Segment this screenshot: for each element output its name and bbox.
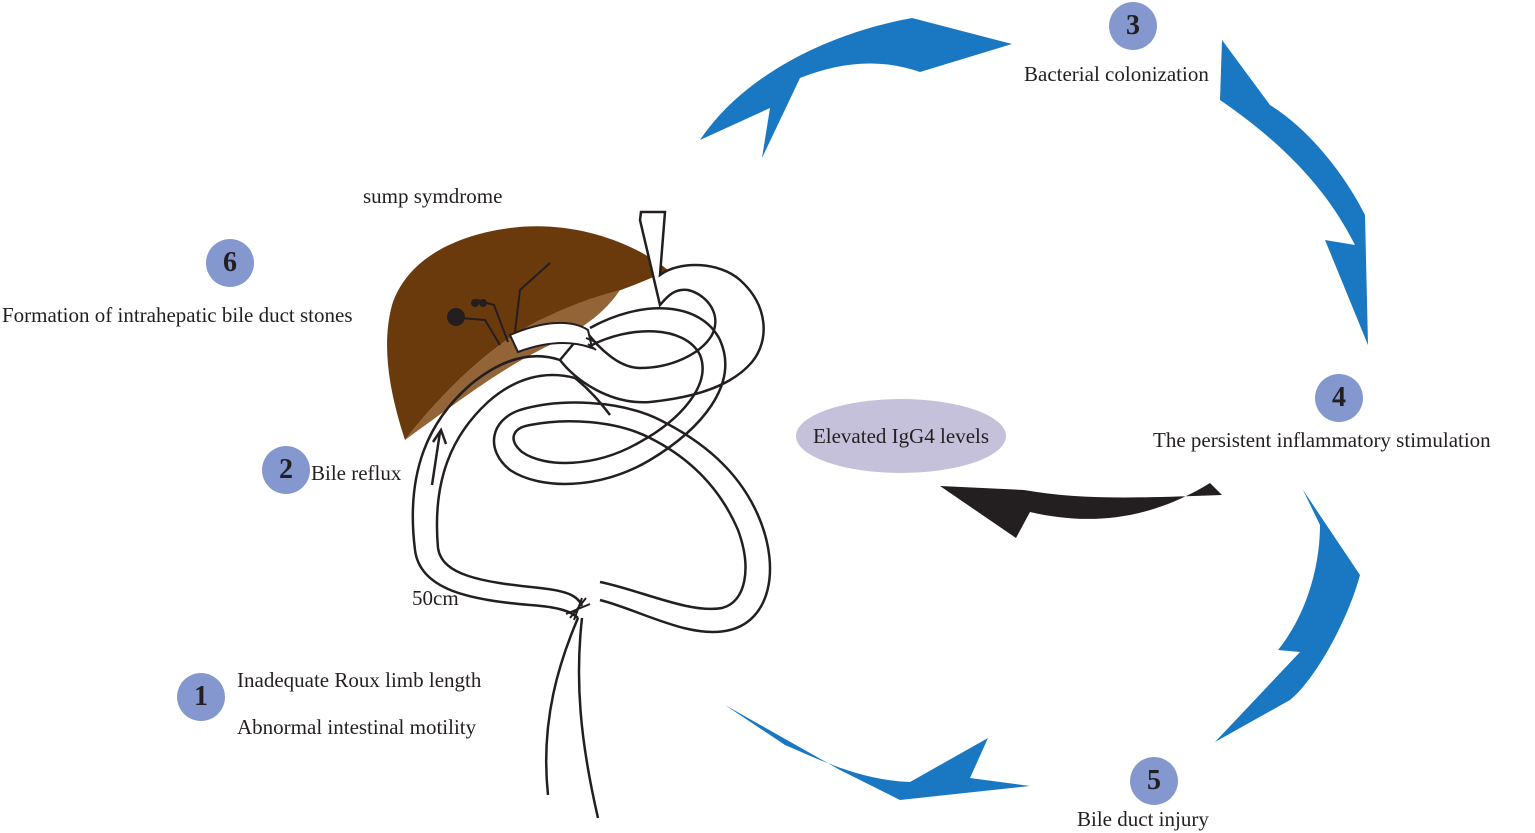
- limb-length-label: 50cm: [412, 586, 459, 610]
- injury-label: Bile duct injury: [1077, 807, 1209, 831]
- cycle-arrow-icon: [700, 18, 1368, 800]
- step-badge-5: 5: [1130, 757, 1178, 805]
- sump-syndrome-label: sump symdrome: [363, 184, 503, 208]
- stomach-icon: [558, 210, 765, 404]
- step-badge-6: 6: [206, 239, 254, 287]
- intestine-icon: [411, 307, 772, 819]
- step-badge-2: 2: [262, 446, 310, 494]
- step-badge-1: 1: [177, 673, 225, 721]
- igg4-label: Elevated IgG4 levels: [812, 423, 990, 448]
- curved-arrow-icon: [940, 483, 1222, 538]
- step-badge-4: 4: [1315, 374, 1363, 422]
- reflux-arrow-icon: [430, 427, 448, 486]
- bile-duct-icon: [447, 262, 551, 346]
- roux-limb-label: Inadequate Roux limb length: [237, 668, 482, 692]
- inflammation-label: The persistent inflammatory stimulation: [1153, 428, 1491, 452]
- bile-reflux-label: Bile reflux: [311, 461, 402, 485]
- igg4-oval: Elevated IgG4 levels: [796, 399, 1006, 473]
- motility-label: Abnormal intestinal motility: [237, 715, 477, 739]
- bacterial-label: Bacterial colonization: [1024, 62, 1209, 86]
- stones-label: Formation of intrahepatic bile duct ston…: [2, 303, 353, 327]
- anastomosis-icon: [565, 337, 599, 621]
- step-badge-3: 3: [1109, 2, 1157, 50]
